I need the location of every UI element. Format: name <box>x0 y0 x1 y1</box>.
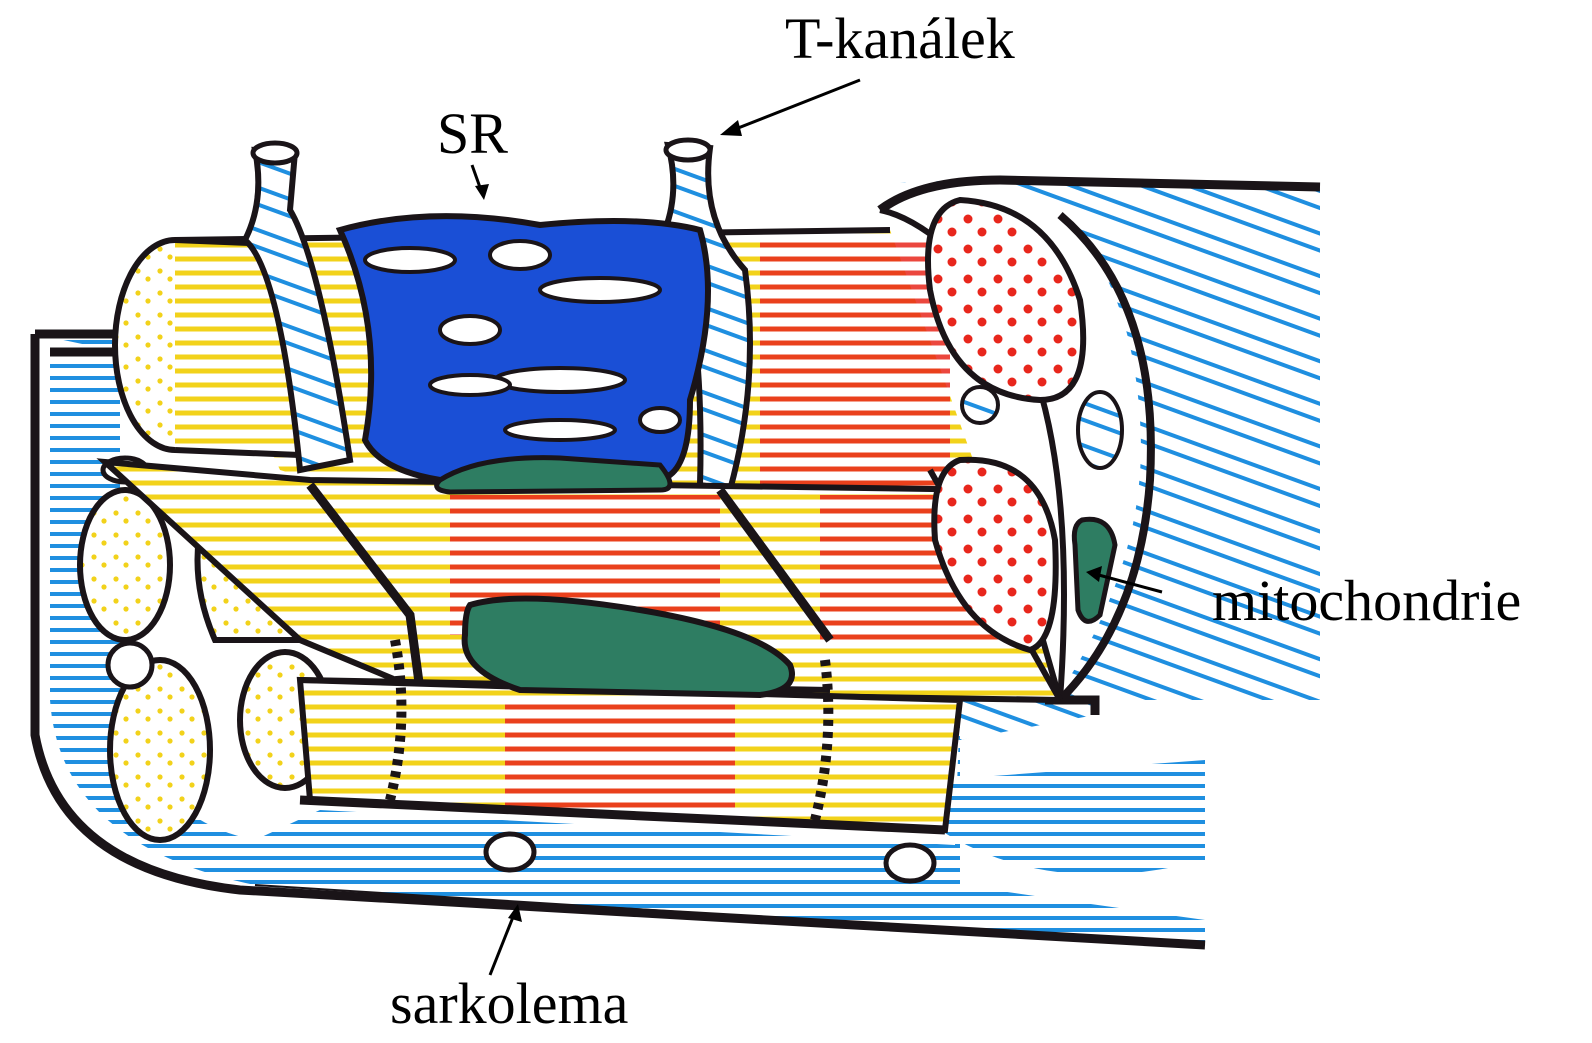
t-tubule-label: T-kanálek <box>785 10 1015 68</box>
sr-label: SR <box>437 105 508 163</box>
sarcolemma-label: sarkolema <box>390 975 628 1033</box>
mitochondria-label: mitochondrie <box>1212 572 1521 630</box>
sarcolemma-arrow <box>490 912 515 975</box>
t-tubule-arrow <box>728 80 860 132</box>
sarcoplasmic-reticulum <box>340 216 708 480</box>
